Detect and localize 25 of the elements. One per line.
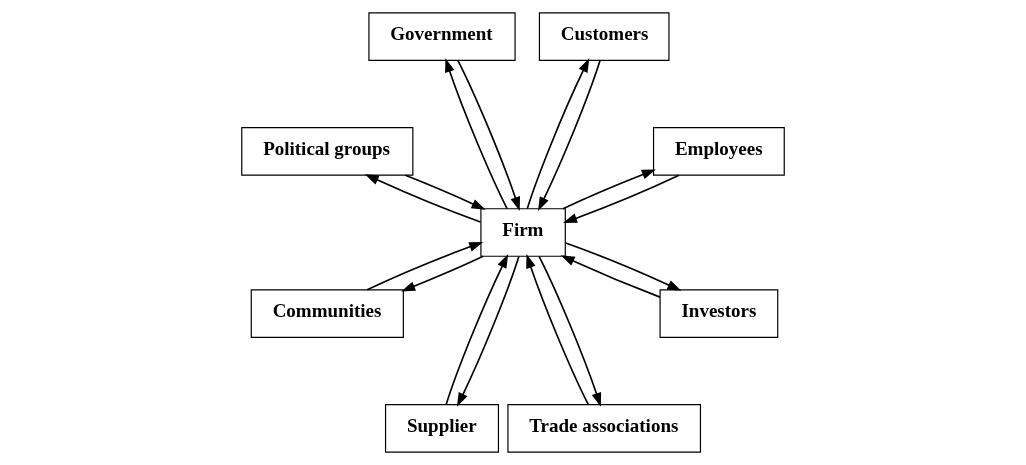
node-box: Trade associations [507, 403, 702, 453]
arrow [456, 255, 520, 407]
arrow [563, 174, 680, 223]
arrow [538, 255, 602, 407]
arrow [404, 174, 486, 210]
node-box: Customers [538, 12, 670, 62]
arrow [366, 242, 484, 291]
node-box: Employees [652, 127, 785, 176]
node-box: Government [368, 12, 516, 62]
arrow [364, 174, 482, 223]
arrow [538, 60, 601, 211]
arrow [562, 169, 656, 210]
node-box: Investors [659, 289, 779, 338]
node-box: Supplier [384, 403, 500, 453]
arrow [526, 58, 590, 210]
node-box: Political groups [241, 127, 414, 176]
arrow [445, 254, 509, 405]
arrow [560, 255, 661, 298]
arrow [457, 59, 520, 211]
arrow [564, 242, 682, 291]
arrow [526, 254, 590, 406]
arrow [445, 58, 508, 210]
node-box: Firm [480, 208, 566, 257]
node-box: Communities [250, 289, 404, 338]
arrow [401, 255, 484, 292]
